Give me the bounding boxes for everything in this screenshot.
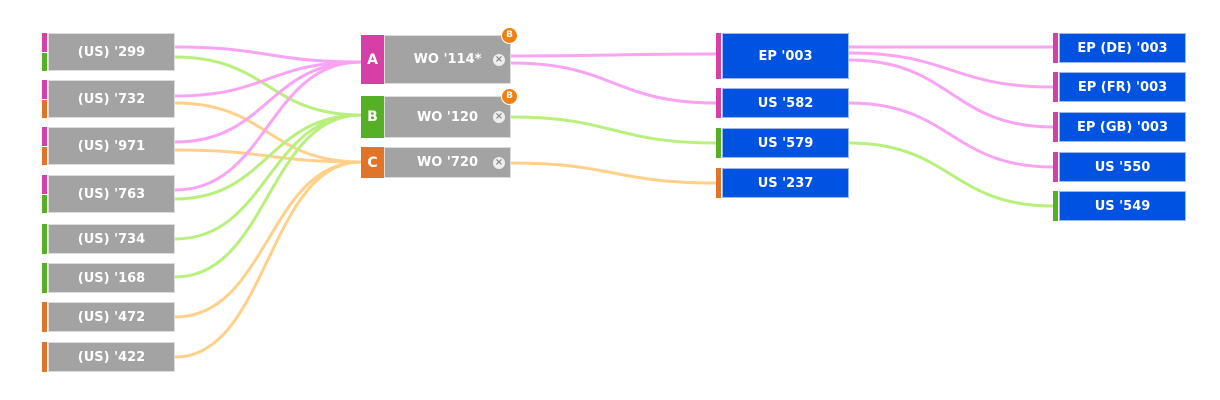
group-strip: [42, 302, 47, 332]
pct-box: WO '114* ×: [384, 35, 511, 84]
family-label: EP (DE) '003: [1059, 33, 1186, 63]
family-node[interactable]: EP '003: [716, 33, 849, 79]
link-a: [849, 53, 1053, 87]
family-label: US '549: [1059, 191, 1186, 221]
family-label: EP '003: [722, 33, 849, 79]
close-icon[interactable]: ×: [493, 54, 505, 66]
family-label: US '579: [722, 128, 849, 158]
group-strip: [1053, 72, 1058, 102]
family-node[interactable]: US '549: [1053, 191, 1186, 221]
family-node[interactable]: US '237: [716, 168, 849, 198]
group-strip: [42, 175, 47, 213]
group-strip: [716, 88, 721, 118]
family-label: EP (FR) '003: [1059, 72, 1186, 102]
pct-node-a[interactable]: A WO '114* ×: [361, 35, 511, 84]
group-strip: [716, 168, 721, 198]
priority-node[interactable]: (US) '299: [42, 33, 175, 71]
priority-label: (US) '763: [48, 175, 175, 213]
priority-label: (US) '472: [48, 302, 175, 332]
close-icon[interactable]: ×: [493, 157, 505, 169]
pct-box: WO '120 ×: [384, 96, 511, 138]
group-strip: [716, 33, 721, 79]
group-strip: [42, 263, 47, 293]
priority-label: (US) '732: [48, 80, 175, 118]
family-label: US '582: [722, 88, 849, 118]
group-letter: A: [361, 35, 384, 84]
close-icon[interactable]: ×: [493, 111, 505, 123]
priority-node[interactable]: (US) '971: [42, 127, 175, 165]
link-a: [175, 62, 361, 190]
family-node[interactable]: US '582: [716, 88, 849, 118]
group-strip: [1053, 112, 1058, 142]
group-strip: [42, 224, 47, 254]
group-strip: [1053, 152, 1058, 182]
family-node[interactable]: US '579: [716, 128, 849, 158]
priority-node[interactable]: (US) '168: [42, 263, 175, 293]
pct-node-c[interactable]: C WO '720 ×: [361, 147, 511, 178]
group-strip: [42, 342, 47, 372]
link-a: [511, 63, 716, 103]
family-node[interactable]: EP (GB) '003: [1053, 112, 1186, 142]
priority-label: (US) '299: [48, 33, 175, 71]
priority-label: (US) '168: [48, 263, 175, 293]
pct-label: WO '114*: [414, 52, 482, 67]
family-label: US '550: [1059, 152, 1186, 182]
family-label: EP (GB) '003: [1059, 112, 1186, 142]
group-strip: [42, 80, 47, 118]
group-strip: [42, 127, 47, 165]
family-node[interactable]: EP (DE) '003: [1053, 33, 1186, 63]
priority-node[interactable]: (US) '732: [42, 80, 175, 118]
link-b: [849, 143, 1053, 206]
priority-node[interactable]: (US) '763: [42, 175, 175, 213]
family-node[interactable]: EP (FR) '003: [1053, 72, 1186, 102]
group-letter: B: [361, 96, 384, 138]
pct-box: WO '720 ×: [384, 147, 511, 178]
priority-label: (US) '422: [48, 342, 175, 372]
link-c: [511, 163, 716, 183]
priority-node[interactable]: (US) '734: [42, 224, 175, 254]
priority-node[interactable]: (US) '472: [42, 302, 175, 332]
priority-label: (US) '734: [48, 224, 175, 254]
priority-node[interactable]: (US) '422: [42, 342, 175, 372]
group-strip: [1053, 33, 1058, 63]
pct-label: WO '120: [417, 110, 478, 125]
group-strip: [1053, 191, 1058, 221]
family-label: US '237: [722, 168, 849, 198]
group-strip: [42, 33, 47, 71]
group-letter: C: [361, 147, 384, 178]
priority-label: (US) '971: [48, 127, 175, 165]
family-node[interactable]: US '550: [1053, 152, 1186, 182]
link-a: [175, 62, 361, 142]
link-a: [511, 54, 716, 56]
link-b: [511, 117, 716, 143]
group-strip: [716, 128, 721, 158]
badge-icon: B: [501, 27, 518, 44]
pct-label: WO '720: [417, 155, 478, 170]
pct-node-b[interactable]: B WO '120 ×: [361, 96, 511, 138]
link-a: [849, 103, 1053, 167]
link-c: [175, 162, 361, 357]
badge-icon: B: [501, 88, 518, 105]
